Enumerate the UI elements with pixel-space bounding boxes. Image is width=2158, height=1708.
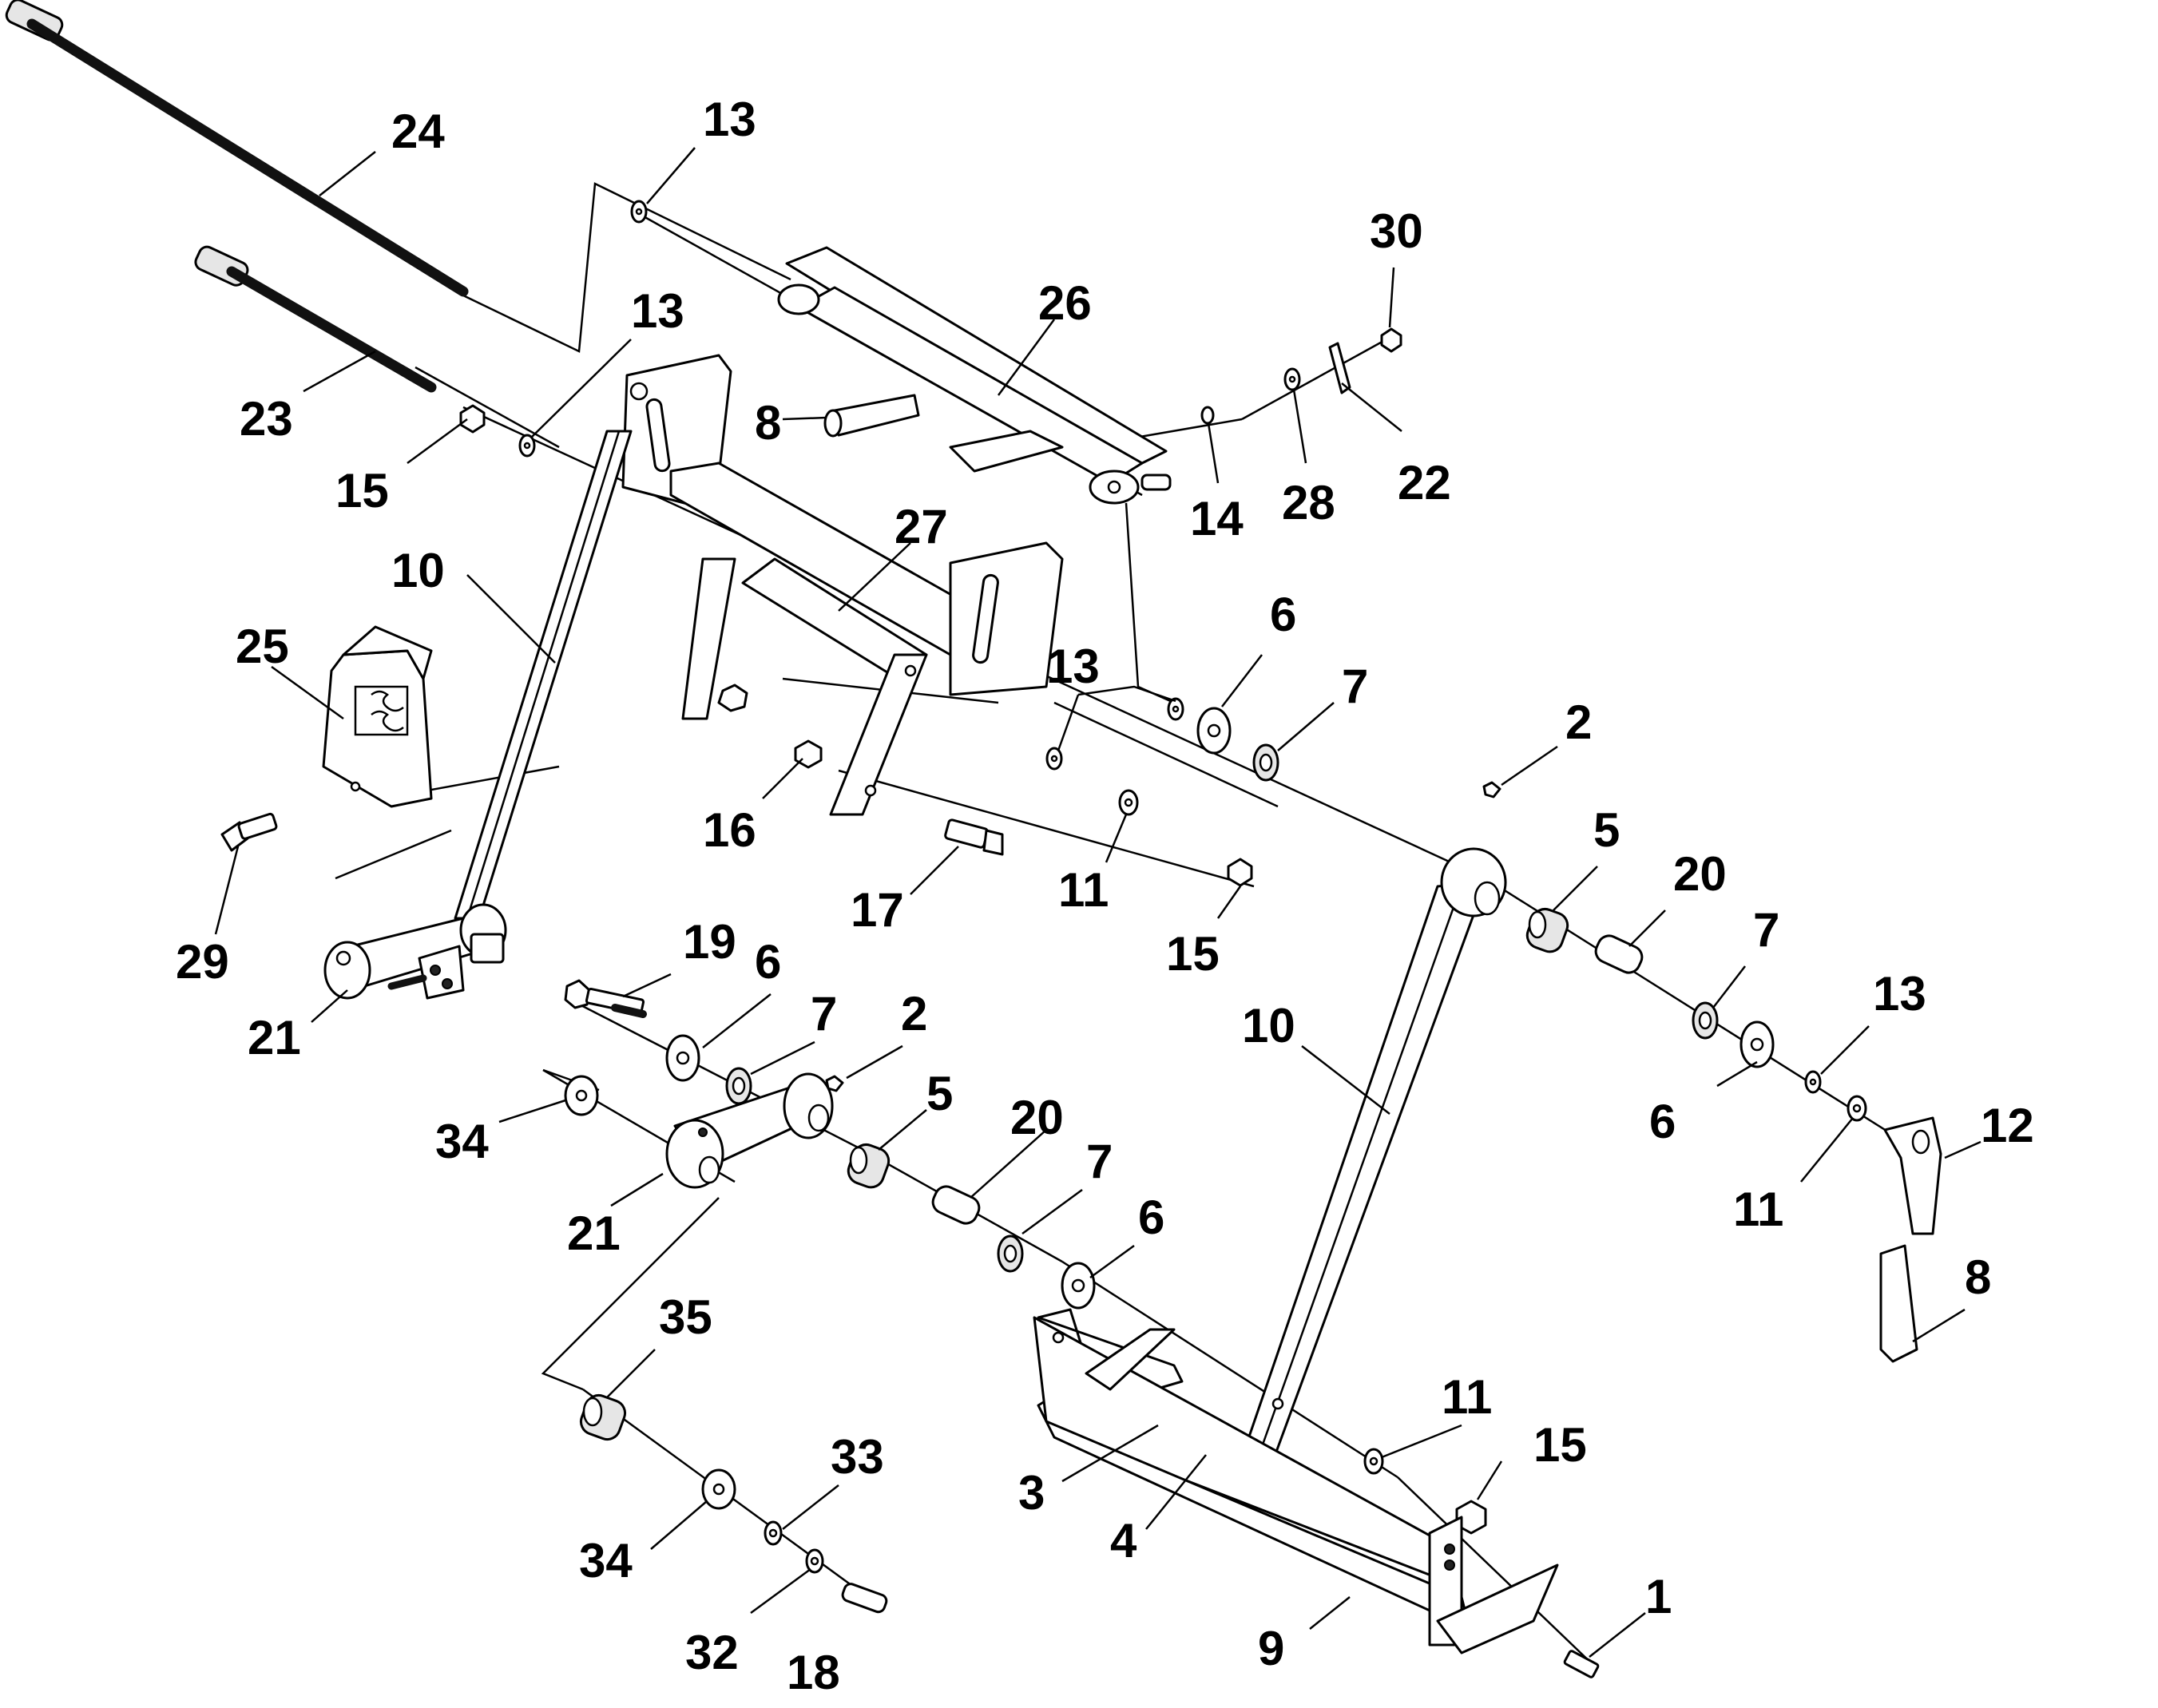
part-16-nut [794,739,823,769]
part-17-bolt [944,818,1004,856]
part-15-nuts [459,404,1487,1535]
callout-27: 27 [895,500,948,553]
part-22-bracket [1328,342,1351,394]
part-8-pad-right [1879,1244,1918,1363]
part-1-bolt [1563,1650,1600,1678]
callout-32: 32 [685,1626,739,1679]
callout-35: 35 [659,1290,712,1344]
callout-21: 21 [248,1011,301,1064]
part-21-pivot-arm [665,1072,834,1189]
callout-15: 15 [335,464,389,517]
callout-13: 13 [1046,640,1100,693]
callout-7: 7 [1753,903,1779,957]
callout-23: 23 [240,392,293,446]
part-29-bolt [220,812,278,852]
callout-6: 6 [755,935,781,989]
callout-8: 8 [755,396,781,450]
callout-2: 2 [901,987,927,1040]
callout-34: 34 [579,1534,633,1587]
callout-17: 17 [851,883,904,937]
callout-3: 3 [1018,1466,1045,1520]
callout-20: 20 [1010,1091,1064,1144]
callout-6: 6 [1649,1095,1676,1148]
callout-11: 11 [1733,1183,1783,1236]
part-18-bolt [841,1583,888,1614]
part-26-rear-bracket [777,246,1172,505]
callout-6: 6 [1138,1191,1164,1244]
part-19-bolt [564,979,647,1018]
callout-15: 15 [1533,1418,1587,1472]
callout-13: 13 [631,284,684,338]
callout-34: 34 [435,1115,489,1168]
part-25-plate [322,625,433,808]
part-9-front-bracket [1033,1308,1559,1655]
callout-14: 14 [1190,492,1244,545]
callout-24: 24 [391,105,445,158]
callout-11: 11 [1442,1370,1492,1424]
callout-22: 22 [1398,456,1451,509]
part-12-handle [1883,1116,1942,1235]
callout-1: 1 [1645,1570,1672,1623]
callout-19: 19 [683,915,736,969]
callout-7: 7 [811,987,837,1040]
callout-7: 7 [1086,1135,1113,1188]
callout-9: 9 [1258,1622,1284,1675]
callout-28: 28 [1282,476,1335,529]
part-21-shaft-upper [323,903,507,1000]
callout-18: 18 [787,1646,840,1699]
callout-10: 10 [1242,999,1295,1052]
callout-25: 25 [236,620,289,673]
central-bracket-frame [621,354,1064,816]
callout-30: 30 [1370,204,1423,258]
callout-26: 26 [1038,276,1092,330]
part-8-pad-top [823,394,920,438]
part-23-short-rod [194,245,437,393]
callout-21: 21 [567,1207,621,1260]
washers [518,200,1867,1574]
callout-5: 5 [1593,803,1620,857]
callout-6: 6 [1270,588,1296,641]
leader-lines [214,147,1981,1658]
part-7-bearings [725,743,1719,1273]
callout-29: 29 [176,935,229,989]
callout-13: 13 [703,93,756,146]
part-10-link-left [454,430,633,920]
callout-13: 13 [1873,967,1926,1020]
callout-20: 20 [1673,847,1727,901]
callout-labels: 24 13 13 26 30 23 15 8 14 28 22 27 10 6 … [176,93,2034,1699]
callout-8: 8 [1965,1250,1991,1304]
callout-12: 12 [1981,1099,2034,1152]
callout-4: 4 [1110,1514,1137,1567]
callout-7: 7 [1342,660,1368,713]
callout-5: 5 [926,1067,953,1120]
part-5-bushings [579,907,1569,1441]
callout-16: 16 [703,803,756,857]
callout-10: 10 [391,544,445,597]
part-20-spacers [931,934,1644,1225]
part-24-long-rod [5,0,469,297]
callout-11: 11 [1058,863,1109,917]
part-30-nut [1380,327,1402,353]
callout-15: 15 [1166,927,1220,981]
callout-33: 33 [831,1430,884,1484]
callout-2: 2 [1565,695,1592,749]
